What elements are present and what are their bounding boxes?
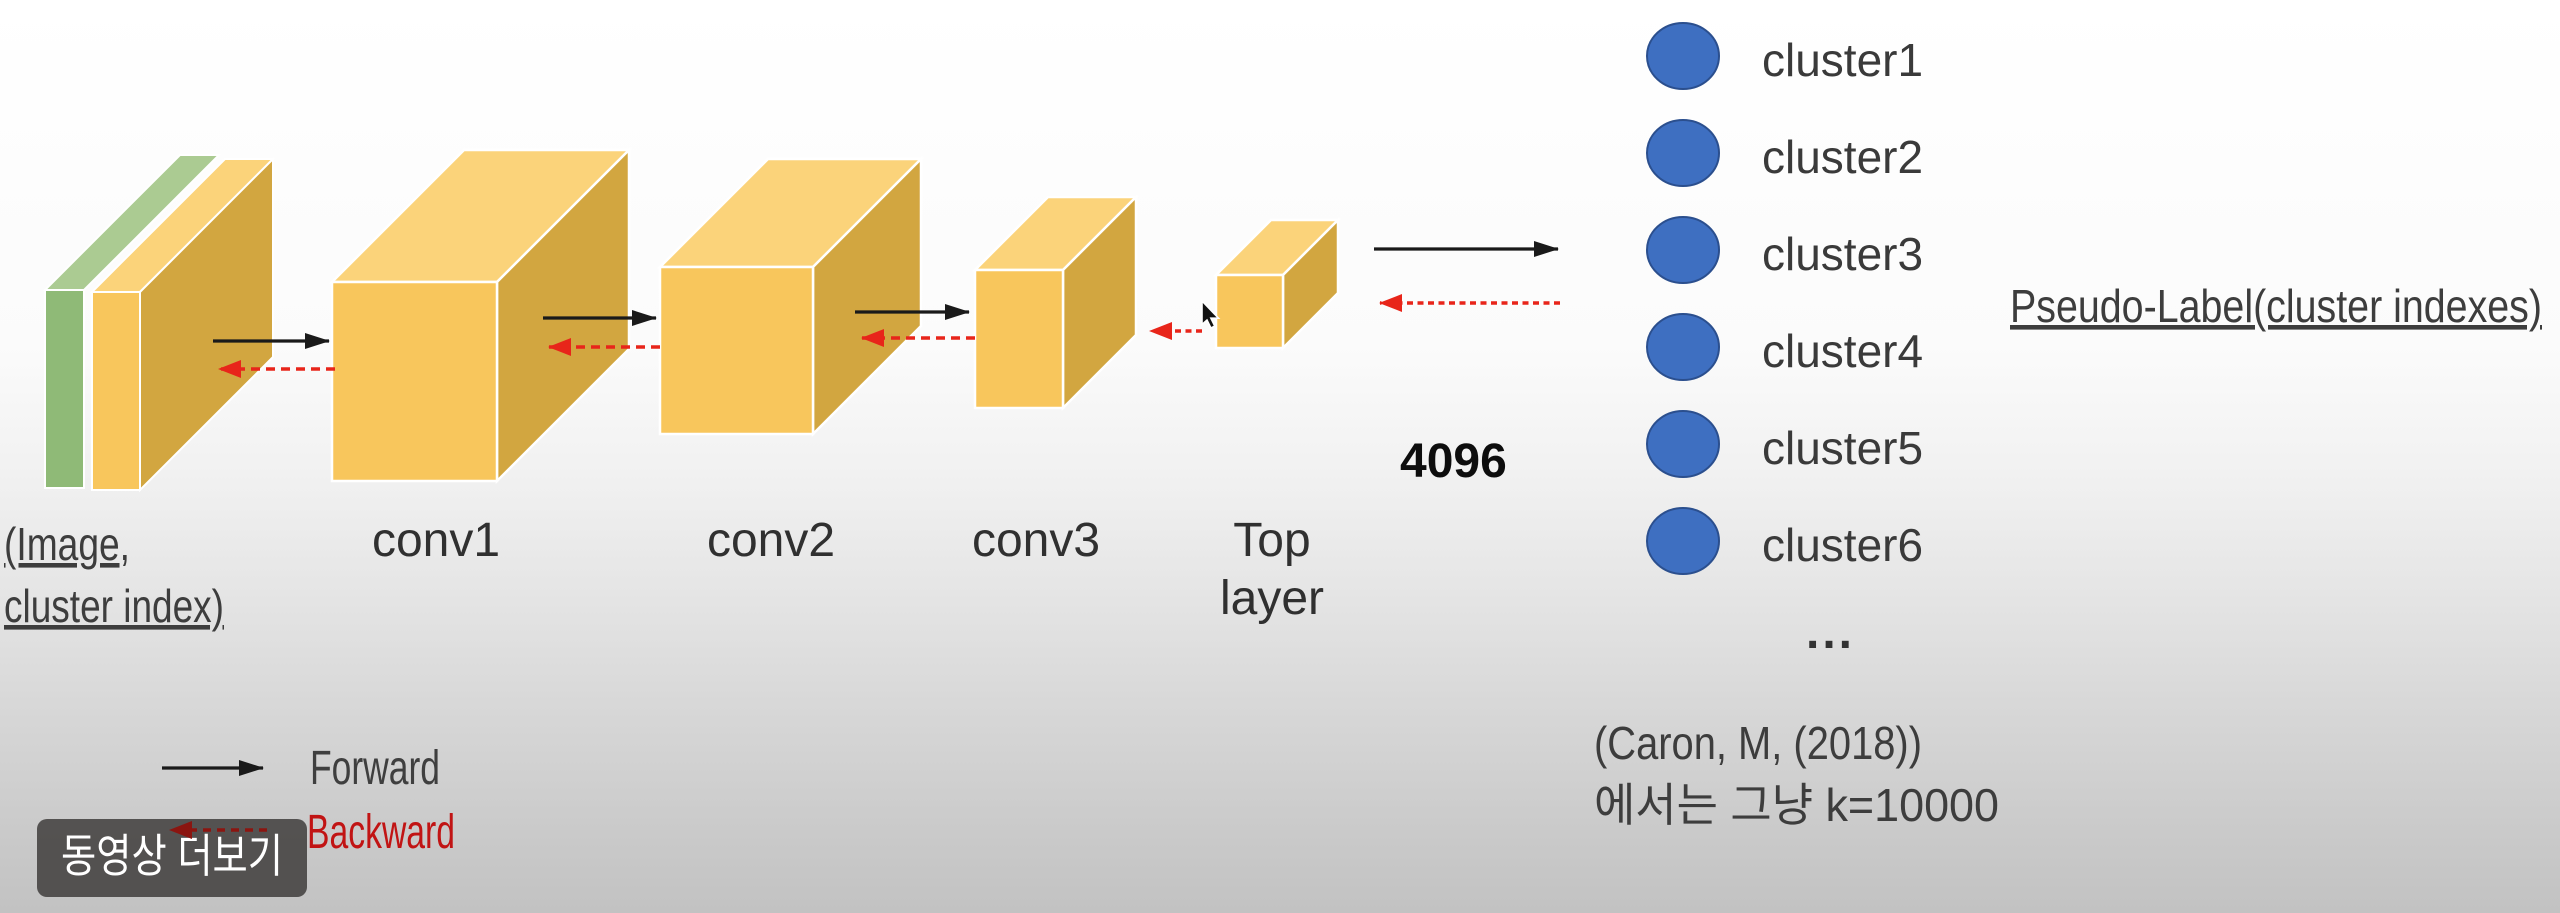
- input-yellow-slab-front: [91, 291, 141, 491]
- cluster2-label: cluster2: [1762, 131, 1923, 183]
- conv2-label: conv2: [707, 514, 835, 567]
- citation-line1: (Caron, M, (2018)): [1594, 717, 1922, 769]
- input-label-line1: (Image,: [4, 518, 130, 570]
- backward-arrows: [218, 294, 1560, 378]
- cluster1-node: [1646, 22, 1720, 90]
- mouse-cursor: [1201, 299, 1221, 330]
- more-videos-button-label: 동영상 더보기: [61, 830, 283, 882]
- cluster6-node: [1646, 507, 1720, 575]
- legend-forward-label: Forward: [310, 742, 440, 795]
- clusters-ellipsis: ...: [1806, 606, 1855, 659]
- input-label-line2: cluster index): [4, 580, 224, 632]
- conv2-box: [656, 155, 925, 438]
- cluster-nodes: [1646, 22, 1720, 575]
- cluster5-node: [1646, 410, 1720, 478]
- cluster2-node: [1646, 119, 1720, 187]
- cluster3-label: cluster3: [1762, 228, 1923, 280]
- legend-backward-label: Backward: [307, 806, 455, 859]
- cluster4-node: [1646, 313, 1720, 381]
- input-green-slab-front: [44, 289, 85, 489]
- citation-line2: 에서는 그냥 k=10000: [1594, 779, 1999, 831]
- cluster5-label: cluster5: [1762, 422, 1923, 474]
- top-layer-label-line2: layer: [1220, 572, 1324, 625]
- pseudo-label-text: Pseudo-Label(cluster indexes): [2010, 280, 2542, 332]
- cluster3-node: [1646, 216, 1720, 284]
- top-layer-label-line1: Top: [1233, 514, 1310, 567]
- conv3-label: conv3: [972, 514, 1100, 567]
- cluster1-label: cluster1: [1762, 34, 1923, 86]
- cluster4-label: cluster4: [1762, 325, 1923, 377]
- input-block: [42, 154, 276, 493]
- more-videos-button[interactable]: 동영상 더보기: [37, 819, 307, 897]
- cluster6-label: cluster6: [1762, 519, 1923, 571]
- feature-dim-label: 4096: [1400, 435, 1507, 488]
- forward-arrows: [213, 241, 1559, 349]
- conv3-box: [971, 193, 1140, 412]
- top-layer-box: [1212, 216, 1342, 352]
- conv1-label: conv1: [372, 514, 500, 567]
- legend: Forward Backward: [162, 742, 455, 859]
- conv1-box: [328, 146, 633, 485]
